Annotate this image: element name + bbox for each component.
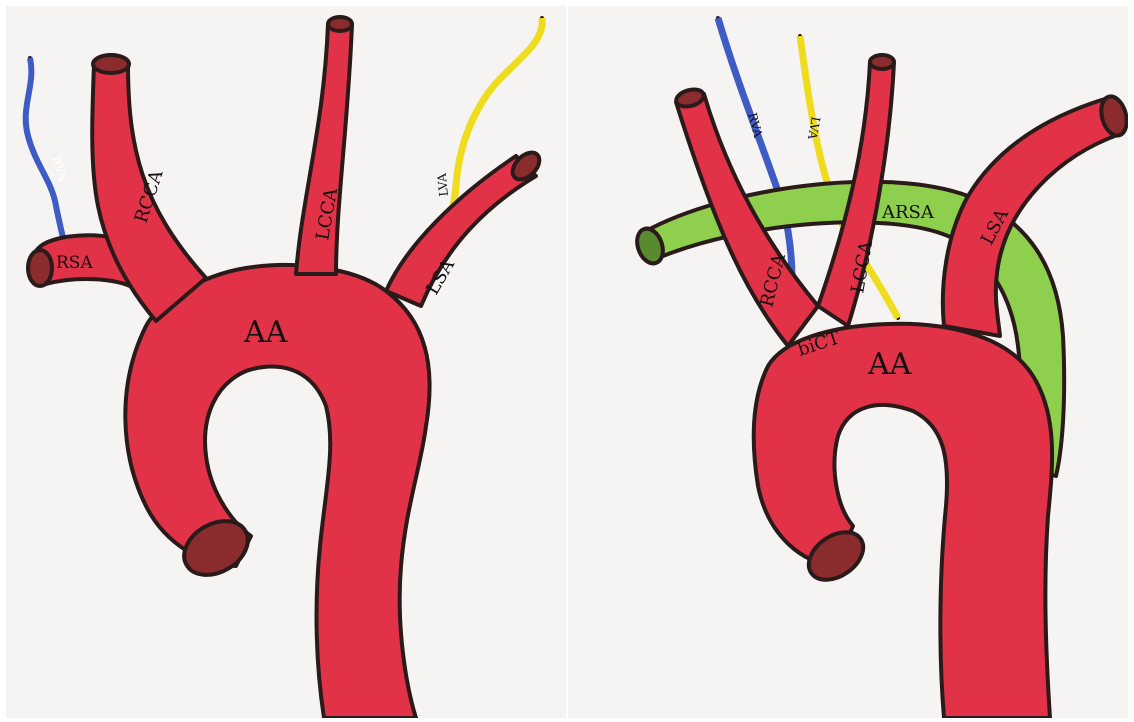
label-aa: AA — [867, 347, 912, 382]
label-arsa: ARSA — [881, 202, 935, 223]
aberrant-arch-svg: AA biCT RCCA LCCA LSA ARSA RVA LVA — [568, 6, 1128, 718]
lcca-lumen — [328, 17, 352, 31]
label-rva: RVA — [49, 155, 70, 184]
label-rva: RVA — [745, 111, 765, 139]
aortic-arch — [754, 324, 1052, 718]
label-lva: LVA — [805, 115, 823, 140]
label-aa: AA — [243, 315, 288, 350]
rsa-lumen — [28, 250, 52, 286]
label-rsa: RSA — [56, 253, 93, 273]
label-lva: LVA — [435, 172, 451, 197]
lcca-lumen — [870, 55, 894, 69]
diagram-normal-arch: AA RSA RCCA LCCA LSA RVA LVA — [6, 6, 566, 718]
normal-arch-svg: AA RSA RCCA LCCA LSA RVA LVA — [6, 6, 566, 718]
rcca-lumen — [93, 55, 129, 73]
diagram-aberrant-arch: AA biCT RCCA LCCA LSA ARSA RVA LVA — [568, 6, 1128, 718]
